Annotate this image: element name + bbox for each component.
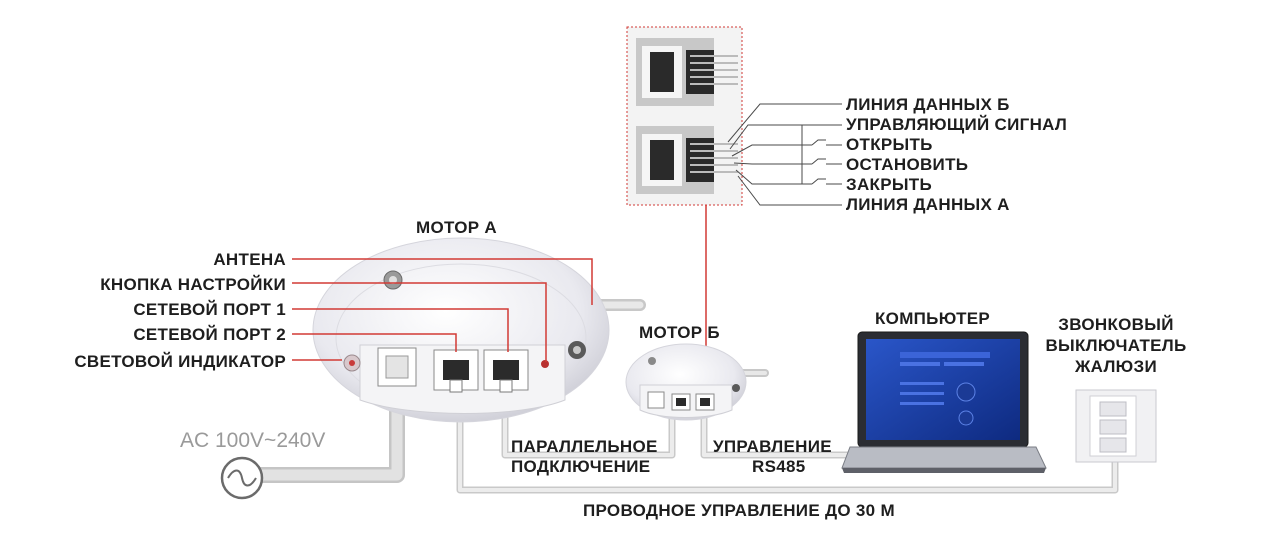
wall-switch bbox=[1075, 389, 1157, 463]
network-port-2-label: СЕТЕВОЙ ПОРТ 2 bbox=[133, 325, 286, 344]
pin-label-control-signal: УПРАВЛЯЮЩИЙ СИГНАЛ bbox=[846, 115, 1067, 134]
motor-a bbox=[312, 237, 610, 423]
pin-label-open: ОТКРЫТЬ bbox=[846, 135, 933, 154]
antenna-label: АНТЕНА bbox=[213, 250, 286, 269]
switch-label-line1: ЗВОНКОВЫЙ bbox=[1058, 315, 1173, 334]
control-label-line2: RS485 bbox=[752, 457, 805, 476]
parallel-label-line1: ПАРАЛЛЕЛЬНОЕ bbox=[511, 437, 658, 456]
rj-connector-detail bbox=[626, 26, 743, 206]
motor-a-label: МОТОР A bbox=[416, 218, 497, 237]
pin-label-close: ЗАКРЫТЬ bbox=[846, 175, 932, 194]
switch-label-line3: ЖАЛЮЗИ bbox=[1074, 357, 1157, 376]
network-port-1-label: СЕТЕВОЙ ПОРТ 1 bbox=[133, 300, 286, 319]
motor-a-callouts bbox=[292, 258, 593, 362]
laptop bbox=[841, 331, 1047, 473]
pin-label-data-a: ЛИНИЯ ДАННЫХ А bbox=[846, 195, 1010, 214]
parallel-label-line2: ПОДКЛЮЧЕНИЕ bbox=[511, 457, 650, 476]
pin-leader-lines bbox=[727, 103, 842, 206]
switch-label-line2: ВЫКЛЮЧАТЕЛЬ bbox=[1045, 336, 1186, 355]
pin-label-stop: ОСТАНОВИТЬ bbox=[846, 155, 968, 174]
control-label-line1: УПРАВЛЕНИЕ bbox=[713, 437, 832, 456]
computer-label: КОМПЬЮТЕР bbox=[875, 309, 990, 328]
motor-b-label: МОТОР Б bbox=[639, 323, 720, 342]
motor-b bbox=[625, 343, 747, 421]
setup-button-label: КНОПКА НАСТРОЙКИ bbox=[100, 275, 286, 294]
pin-labels: ЛИНИЯ ДАННЫХ Б УПРАВЛЯЮЩИЙ СИГНАЛ ОТКРЫТ… bbox=[846, 95, 1067, 214]
pin-label-data-b: ЛИНИЯ ДАННЫХ Б bbox=[846, 95, 1010, 114]
power-plug bbox=[220, 456, 264, 500]
wired-control-label: ПРОВОДНОЕ УПРАВЛЕНИЕ ДО 30 М bbox=[583, 501, 895, 520]
power-label: AC 100V~240V bbox=[180, 429, 325, 452]
motor-a-labels: МОТОР A АНТЕНА КНОПКА НАСТРОЙКИ СЕТЕВОЙ … bbox=[74, 218, 497, 371]
light-indicator-label: СВЕТОВОЙ ИНДИКАТОР bbox=[74, 352, 286, 371]
